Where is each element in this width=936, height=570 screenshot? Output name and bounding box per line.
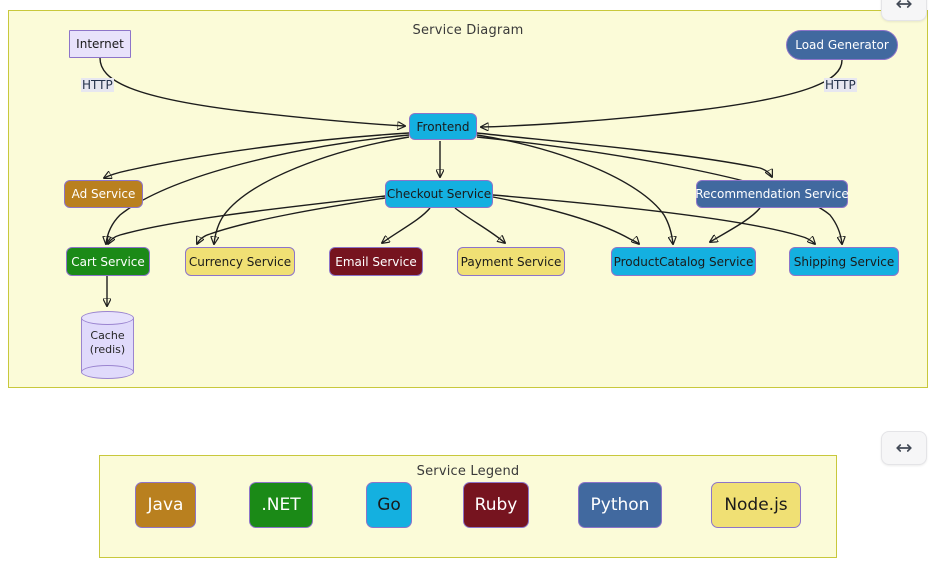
legend-chip-dotnet[interactable]: .NET bbox=[249, 482, 313, 528]
horizontal-resize-icon bbox=[895, 439, 913, 457]
node-currency-label: Currency Service bbox=[188, 254, 292, 269]
node-payment[interactable]: Payment Service bbox=[457, 247, 565, 276]
node-recommendation-label: Recommendation Service bbox=[695, 187, 849, 201]
edge-label-loadgen-http: HTTP bbox=[824, 78, 857, 92]
node-frontend[interactable]: Frontend bbox=[409, 113, 477, 140]
legend-chip-java-label: Java bbox=[147, 495, 184, 515]
legend-chip-python[interactable]: Python bbox=[578, 482, 662, 528]
node-adservice[interactable]: Ad Service bbox=[64, 180, 143, 208]
legend-chip-go[interactable]: Go bbox=[366, 482, 412, 528]
node-checkout[interactable]: Checkout Service bbox=[385, 180, 493, 208]
node-internet[interactable]: Internet bbox=[69, 30, 131, 58]
node-cache-label-line1: Cache bbox=[90, 329, 125, 342]
node-shipping[interactable]: Shipping Service bbox=[789, 247, 899, 276]
node-cache[interactable]: Cache (redis) bbox=[81, 311, 134, 379]
node-productcatalog-label: ProductCatalog Service bbox=[613, 254, 754, 269]
legend-chip-ruby-label: Ruby bbox=[474, 495, 518, 515]
legend-resize-handle[interactable] bbox=[881, 431, 927, 465]
cylinder-top bbox=[81, 311, 134, 325]
node-adservice-label: Ad Service bbox=[71, 187, 136, 201]
legend-chip-nodejs[interactable]: Node.js bbox=[711, 482, 801, 528]
node-loadgenerator-label: Load Generator bbox=[795, 38, 889, 52]
node-internet-label: Internet bbox=[76, 37, 124, 51]
diagram-resize-handle[interactable] bbox=[881, 0, 927, 21]
node-payment-label: Payment Service bbox=[460, 254, 562, 269]
node-frontend-label: Frontend bbox=[416, 119, 470, 134]
legend-title: Service Legend bbox=[416, 464, 520, 479]
node-checkout-label: Checkout Service bbox=[386, 187, 492, 201]
node-email-label: Email Service bbox=[335, 254, 417, 269]
cylinder-bottom bbox=[81, 365, 134, 379]
node-email[interactable]: Email Service bbox=[329, 247, 423, 276]
legend-chip-go-label: Go bbox=[377, 495, 401, 515]
node-recommendation[interactable]: Recommendation Service bbox=[695, 180, 849, 208]
legend-chip-ruby[interactable]: Ruby bbox=[463, 482, 529, 528]
node-productcatalog[interactable]: ProductCatalog Service bbox=[611, 247, 756, 276]
node-loadgenerator[interactable]: Load Generator bbox=[786, 30, 898, 60]
cylinder-body bbox=[81, 318, 134, 372]
node-cartservice-label: Cart Service bbox=[71, 254, 145, 269]
horizontal-resize-icon bbox=[895, 0, 913, 13]
node-cartservice[interactable]: Cart Service bbox=[66, 247, 150, 276]
edge-label-internet-http: HTTP bbox=[81, 78, 114, 92]
legend-chip-nodejs-label: Node.js bbox=[724, 495, 788, 515]
node-cache-label-line2: (redis) bbox=[89, 343, 126, 356]
node-shipping-label: Shipping Service bbox=[793, 254, 895, 269]
node-cache-label: Cache (redis) bbox=[81, 329, 134, 357]
legend-chip-java[interactable]: Java bbox=[135, 482, 196, 528]
page-title: Service Diagram bbox=[412, 23, 524, 38]
node-currency[interactable]: Currency Service bbox=[185, 247, 295, 276]
legend-chip-python-label: Python bbox=[590, 495, 650, 515]
legend-chip-dotnet-label: .NET bbox=[261, 495, 301, 515]
